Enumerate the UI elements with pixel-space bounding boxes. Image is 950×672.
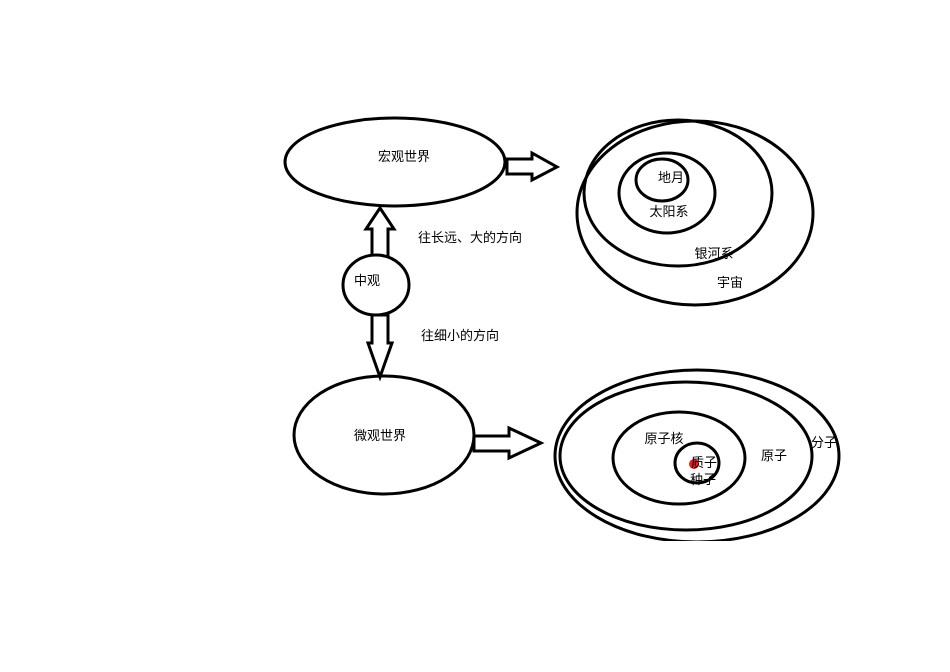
solar-system-label: 太阳系 <box>649 205 688 220</box>
macro-world-label: 宏观世界 <box>378 150 430 165</box>
solar-system-ellipse <box>617 151 717 235</box>
edge-label-down: 往细小的方向 <box>421 328 499 344</box>
nucleus-ellipse <box>673 441 721 485</box>
earth-moon-ellipse <box>634 157 690 203</box>
meso-label: 中观 <box>354 274 380 289</box>
edge-label-up: 往长远、大的方向 <box>418 230 522 246</box>
universe-label: 宇宙 <box>717 276 743 291</box>
universe-ellipse <box>575 119 815 307</box>
earth-moon-label: 地月 <box>658 171 684 186</box>
neutron-label: 种子 <box>690 473 716 488</box>
atom-label: 原子 <box>761 449 787 464</box>
micro-nest: 原子核 质子 种子 原子 分子 <box>553 368 841 544</box>
arrow-meso-to-micro <box>365 313 395 382</box>
nucleus-label: 原子核 <box>644 432 683 447</box>
molecule-label: 分子 <box>811 436 837 451</box>
atom-ellipse <box>611 410 747 506</box>
particle-dot <box>689 459 699 469</box>
macro-world-node <box>283 116 507 208</box>
arrow-meso-to-macro <box>363 205 397 259</box>
arrow-micro-to-nest <box>472 425 545 461</box>
bottom-crop-mask <box>540 541 860 555</box>
proton-label: 质子 <box>691 456 717 471</box>
molecule-ellipse-inner <box>558 380 814 532</box>
galaxy-ellipse <box>582 118 774 268</box>
galaxy-label: 银河系 <box>694 247 733 262</box>
micro-world-label: 微观世界 <box>354 429 406 444</box>
arrow-macro-to-nest <box>505 150 561 183</box>
macro-nest: 地月 太阳系 银河系 宇宙 <box>575 118 815 307</box>
